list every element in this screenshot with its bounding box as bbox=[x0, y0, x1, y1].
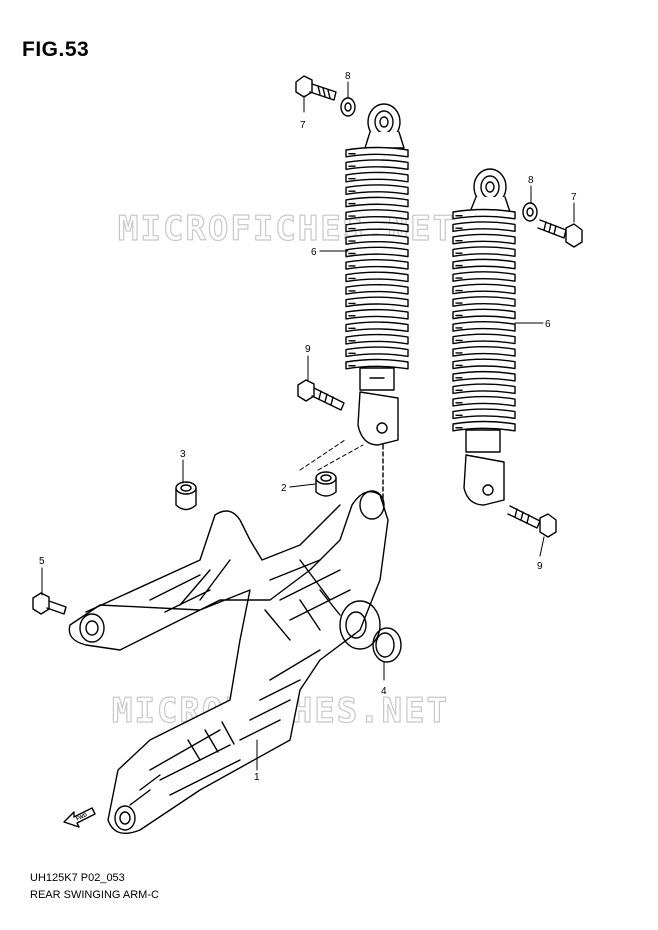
spring-coil bbox=[345, 358, 409, 370]
spring-coil bbox=[345, 283, 409, 295]
spring-coil bbox=[452, 296, 516, 307]
spring-coil bbox=[345, 196, 409, 208]
spring-coil bbox=[452, 246, 516, 257]
rear-shock-absorber-right bbox=[452, 168, 516, 506]
rear-shock-absorber-left bbox=[345, 103, 409, 521]
callout-8: 8 bbox=[528, 175, 534, 186]
spring-coil bbox=[452, 271, 516, 282]
spring-coil bbox=[452, 308, 516, 320]
bolt-9-left bbox=[297, 379, 345, 411]
spring-coil bbox=[452, 333, 516, 345]
spring-coil bbox=[345, 308, 409, 320]
spring-coil bbox=[345, 321, 409, 333]
spring-coil bbox=[345, 333, 409, 345]
callout-5: 5 bbox=[39, 556, 45, 567]
leader-lines bbox=[41, 81, 575, 771]
spring-coil bbox=[452, 345, 516, 357]
spring-coil bbox=[345, 184, 409, 195]
spring-coil bbox=[452, 358, 516, 370]
fwd-label: FWD bbox=[75, 812, 88, 823]
model-code: UH125K7 P02_053 bbox=[30, 872, 125, 884]
figure-title: FIG.53 bbox=[22, 38, 90, 61]
bushing-2 bbox=[315, 471, 337, 497]
spring-coil bbox=[452, 321, 516, 332]
rear-swinging-arm bbox=[68, 490, 389, 834]
washer-8-left bbox=[340, 97, 356, 117]
spring-coil bbox=[345, 221, 409, 233]
spring-coil bbox=[452, 283, 516, 295]
callout-labels: 7 8 8 7 6 6 9 9 3 2 5 4 1 FWD bbox=[39, 71, 577, 822]
spring-coil bbox=[452, 383, 516, 395]
washer-8-right bbox=[522, 202, 538, 222]
seal-ring-4 bbox=[372, 627, 402, 663]
callout-6: 6 bbox=[311, 247, 317, 258]
spring-coil bbox=[452, 233, 516, 245]
callout-4: 4 bbox=[381, 686, 387, 697]
callout-3: 3 bbox=[180, 449, 186, 460]
spring-coil bbox=[452, 370, 516, 382]
callout-6: 6 bbox=[545, 319, 551, 330]
bolt-7-left bbox=[295, 75, 337, 101]
callout-8: 8 bbox=[345, 71, 351, 82]
spring-coil bbox=[345, 246, 409, 258]
fwd-arrow-icon bbox=[63, 807, 96, 828]
spring-coil bbox=[452, 408, 516, 420]
spring-coil bbox=[452, 208, 516, 220]
spring-coil bbox=[345, 234, 409, 245]
spring-coil bbox=[452, 258, 516, 270]
bolt-9-right bbox=[507, 505, 557, 538]
bushing-3 bbox=[175, 481, 197, 511]
bolt-7-right bbox=[537, 219, 583, 248]
spring-coil bbox=[345, 346, 409, 358]
spring-coil bbox=[452, 395, 516, 407]
spring-coil bbox=[345, 271, 409, 283]
callout-2: 2 bbox=[281, 483, 287, 494]
callout-9: 9 bbox=[305, 344, 311, 355]
callout-7: 7 bbox=[571, 192, 577, 203]
spring-coil bbox=[345, 296, 409, 308]
callout-9: 9 bbox=[537, 561, 543, 572]
spring-coil bbox=[452, 420, 516, 432]
spring-coil bbox=[345, 209, 409, 220]
bolt-5 bbox=[32, 592, 67, 615]
spring-coil bbox=[452, 221, 516, 233]
spring-coil bbox=[345, 171, 409, 183]
spring-coil bbox=[345, 259, 409, 270]
spring-coil bbox=[345, 146, 409, 158]
spring-coil bbox=[345, 159, 409, 171]
figure-name: REAR SWINGING ARM-C bbox=[30, 889, 159, 901]
callout-1: 1 bbox=[254, 772, 260, 783]
callout-7: 7 bbox=[300, 120, 306, 131]
